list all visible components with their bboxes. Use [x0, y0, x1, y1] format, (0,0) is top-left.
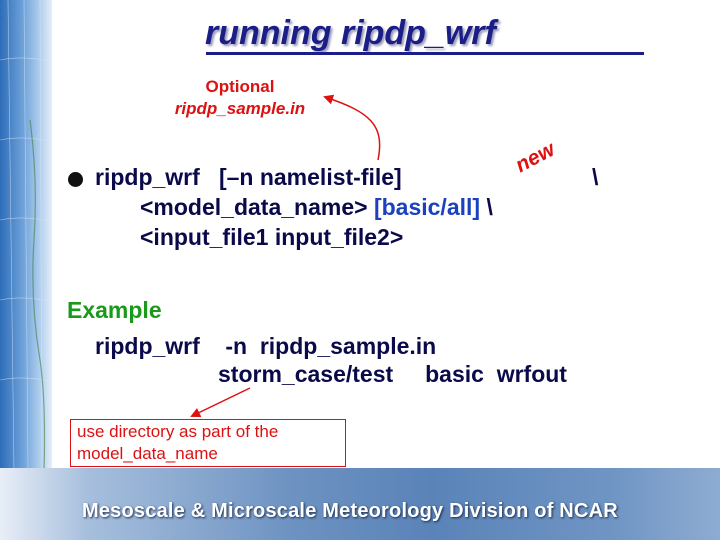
directory-note-box: use directory as part of the model_data_… [70, 419, 346, 467]
new-tag: new [511, 137, 559, 178]
optional-filename: ripdp_sample.in [174, 99, 306, 118]
basic-all-option: [basic/all] [373, 194, 481, 220]
map-grid-decoration [0, 0, 52, 470]
example-line-2: storm_case/test basic wrfout [218, 361, 567, 387]
model-data-name-arg: <model_data_name> [140, 194, 374, 220]
slide-title: running ripdp_wrf [205, 14, 496, 52]
title-underline [206, 52, 644, 55]
optional-label: Optional [205, 77, 275, 96]
syntax-line-1-continuation: \ [592, 164, 599, 190]
syntax-line-2: <model_data_name> [basic/all] \ [140, 194, 493, 221]
directory-arrow [190, 387, 251, 418]
example-heading: Example [67, 297, 162, 323]
syntax-line-3: <input_file1 input_file2> [140, 224, 404, 250]
example-line-1: ripdp_wrf -n ripdp_sample.in [95, 333, 437, 359]
syntax-line-1: ripdp_wrf [–n namelist-file] [95, 164, 402, 190]
note-line-1: use directory as part of the [77, 422, 279, 441]
syntax-line-2-continuation: \ [480, 194, 493, 220]
note-line-2: model_data_name [77, 444, 218, 463]
footer-text: Mesoscale & Microscale Meteorology Divis… [82, 500, 618, 522]
footer-banner [0, 468, 720, 540]
decorative-sidebar [0, 0, 52, 540]
bullet-icon [68, 172, 83, 187]
optional-annotation: Optional ripdp_sample.in [140, 76, 340, 120]
